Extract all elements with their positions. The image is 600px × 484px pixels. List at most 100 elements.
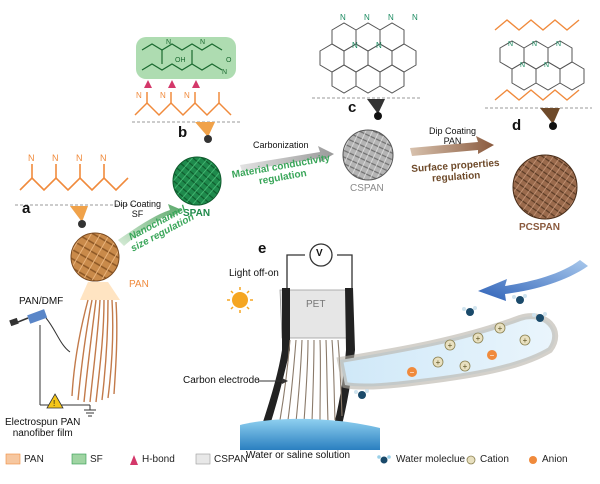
- legend-hbond-swatch: [130, 455, 138, 465]
- step-dip-coating-sf-line1: Dip Coating: [114, 199, 162, 209]
- pan-dmf-label: PAN/DMF: [19, 296, 64, 307]
- graphitic-nitrogen-labels-c: N N N N N N: [340, 13, 418, 50]
- graphitic-structure-c: [319, 22, 417, 94]
- svg-text:+: +: [498, 324, 503, 333]
- voltmeter-label: V: [316, 248, 323, 259]
- svg-text:N: N: [166, 39, 171, 46]
- graphitic-nitrogen-labels-d: N N N N N: [508, 41, 561, 69]
- cations: [432, 322, 531, 372]
- nitrogen-label: N: [100, 153, 107, 163]
- svg-text:!: !: [53, 399, 55, 408]
- legend-cation-icon: [466, 455, 476, 465]
- pan-chains-d: [494, 19, 580, 101]
- svg-text:N: N: [364, 13, 370, 22]
- anion-symbols: − −: [410, 351, 495, 377]
- film-caption: Electrospun PAN nanofiber film: [5, 417, 80, 439]
- light-off-on-label: Light off-on: [229, 268, 279, 279]
- step-dip-coating-pan: Dip Coating PAN: [429, 126, 476, 146]
- svg-text:+: +: [448, 341, 453, 350]
- process-arrow-sf: [118, 204, 182, 246]
- panel-letter-d: d: [512, 117, 522, 134]
- svg-text:N: N: [544, 62, 549, 69]
- legend-pan-label: PAN: [24, 454, 44, 465]
- sf-coating-region: [136, 37, 236, 79]
- process-arrow-pan-coating: [410, 136, 494, 156]
- magnifier-d: [540, 108, 560, 130]
- pan-chain-structure-a: [19, 164, 129, 192]
- legend-water-icon: [377, 455, 391, 464]
- svg-text:O: O: [226, 57, 232, 64]
- pet-label: PET: [306, 299, 326, 310]
- svg-text:+: +: [463, 362, 468, 371]
- svg-text:N: N: [160, 91, 166, 100]
- svg-text:N: N: [352, 41, 358, 50]
- magnifier-c: [367, 99, 385, 120]
- high-voltage-warning-icon: !: [46, 393, 64, 409]
- svg-text:N: N: [412, 13, 418, 22]
- panel-letter-e: e: [258, 240, 267, 257]
- span-fiber-label: SPAN: [183, 208, 211, 219]
- legend-anion-label: Anion: [542, 454, 568, 465]
- pet-film: [279, 289, 353, 339]
- svg-text:+: +: [476, 334, 481, 343]
- legend-anion-icon: [529, 456, 537, 464]
- sf-atom-labels: N N OH O N: [166, 39, 232, 76]
- cspan-fiber-sphere: [342, 129, 394, 181]
- legend-swatches: [5, 453, 537, 465]
- svg-text:N: N: [388, 13, 394, 22]
- water-molecules: [354, 294, 547, 399]
- svg-text:N: N: [556, 41, 561, 48]
- pan-fiber-sphere: [70, 232, 120, 282]
- step-dip-coating-pan-line2: PAN: [443, 136, 462, 146]
- film-caption-line2: nanofiber film: [12, 428, 73, 439]
- nitrogen-label: N: [76, 153, 83, 163]
- carbon-electrode-label: Carbon electrode: [183, 375, 260, 386]
- step-dip-coating-pan-line1: Dip Coating: [429, 126, 477, 136]
- svg-text:N: N: [200, 39, 205, 46]
- h-bond-markers: [144, 80, 200, 88]
- nanochannel-zoom: [336, 313, 559, 390]
- fiber-sheet: [279, 339, 343, 423]
- svg-text:N: N: [508, 41, 513, 48]
- legend-sf-label: SF: [90, 454, 103, 465]
- legend-cspan-swatch: [195, 453, 211, 465]
- svg-text:−: −: [490, 351, 495, 360]
- process-arrow-carbonization: [240, 146, 334, 171]
- graphitic-structure-d: [499, 40, 585, 91]
- pan-nitrogen-labels-a: N N N N: [28, 153, 107, 163]
- pcspan-fiber-label: PCSPAN: [519, 222, 560, 233]
- film-caption-line1: Electrospun PAN: [5, 417, 81, 428]
- panel-letter-a: a: [22, 200, 31, 217]
- solution-label: Water or saline solution: [246, 450, 351, 461]
- cspan-fiber-label: CSPAN: [350, 183, 384, 194]
- nitrogen-label: N: [52, 153, 59, 163]
- voltmeter-wires: [286, 254, 353, 290]
- svg-text:OH: OH: [175, 57, 186, 64]
- sf-structure: [141, 43, 223, 71]
- legend-water-label: Water moleclue: [396, 454, 466, 465]
- voltmeter-icon: [309, 243, 333, 267]
- legend-cspan-label: CSPAN: [214, 454, 248, 465]
- ground-icon: [84, 405, 96, 417]
- process-arrow-device: [478, 260, 588, 301]
- legend-hbond-label: H-bond: [142, 454, 175, 465]
- electrode-pointer-head: [282, 378, 288, 384]
- svg-text:N: N: [532, 41, 537, 48]
- span-fiber-sphere: [172, 156, 222, 206]
- syringe: [9, 309, 48, 327]
- electrospun-fiber-bundle: [71, 299, 118, 403]
- svg-text:N: N: [184, 91, 190, 100]
- nitrogen-label: N: [28, 153, 35, 163]
- glow-cone: [80, 282, 120, 300]
- svg-text:−: −: [410, 368, 415, 377]
- svg-text:+: +: [436, 358, 441, 367]
- svg-text:N: N: [222, 69, 227, 76]
- svg-text:N: N: [376, 41, 382, 50]
- magnifier-b: [195, 122, 215, 143]
- pcspan-fiber-sphere: [512, 154, 578, 220]
- svg-text:+: +: [523, 336, 528, 345]
- carbon-electrode-right: [334, 288, 355, 425]
- panel-letter-b: b: [178, 124, 188, 141]
